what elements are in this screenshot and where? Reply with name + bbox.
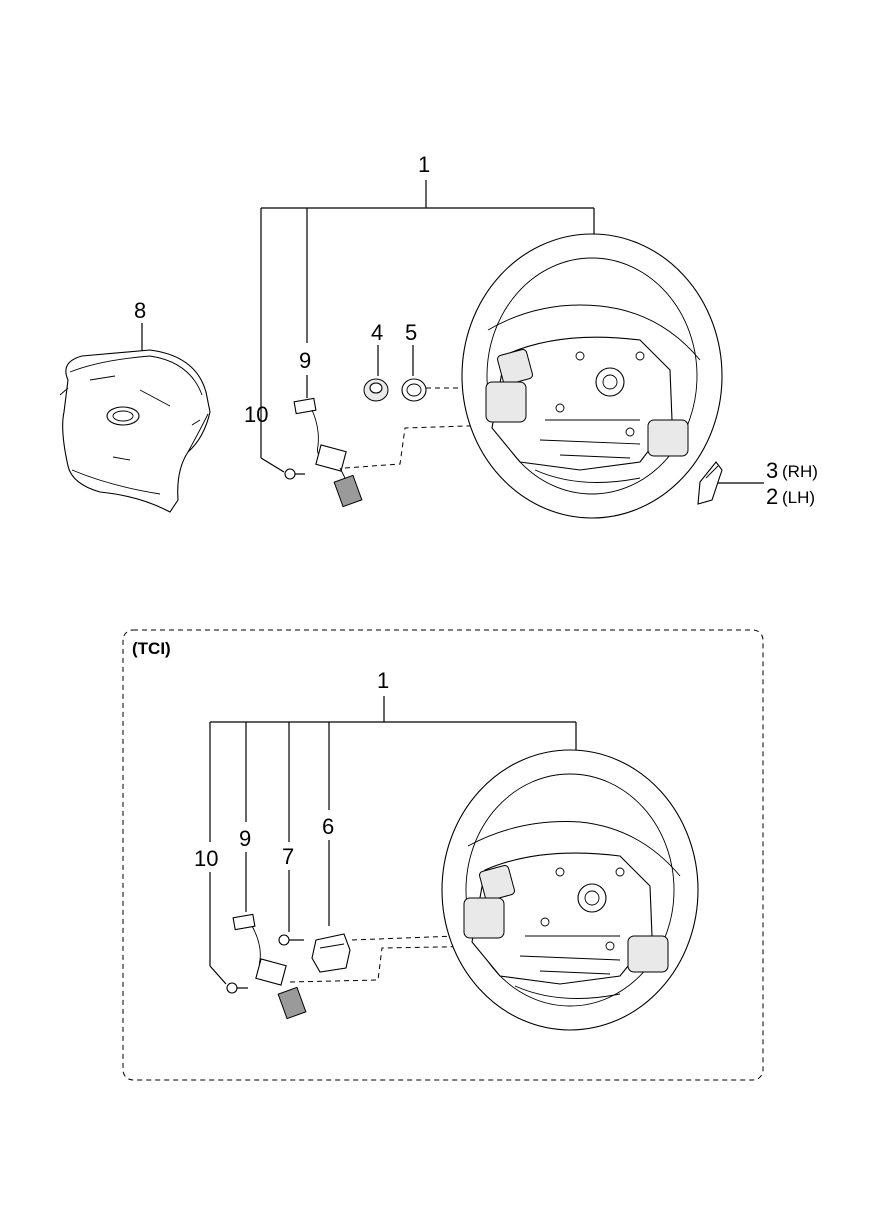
tci-frame	[122, 629, 764, 1081]
part-5-ring	[401, 378, 427, 402]
callout-9: 9	[299, 348, 311, 373]
callout-10: 10	[244, 402, 268, 427]
steering-wheel	[461, 233, 723, 519]
tci-title: (TCI)	[132, 639, 171, 658]
tci-leader-lines	[209, 696, 577, 985]
screw	[284, 468, 305, 480]
tci-assembly-label: 1	[377, 668, 389, 693]
top-group: 1 9 10 4 5 8 3 (RH) 2 (LH)	[59, 152, 818, 519]
callout-3-side: (RH)	[782, 462, 818, 481]
tci-screw	[226, 982, 248, 994]
tci-callout-6: 6	[322, 814, 334, 839]
part-4-nut	[363, 378, 389, 402]
callout-8: 8	[134, 298, 146, 323]
wiring-harness	[293, 397, 363, 508]
assembly-label: 1	[418, 152, 430, 177]
callout-4: 4	[371, 320, 383, 345]
callout-2: 2	[766, 484, 778, 509]
tci-wiring-harness	[232, 913, 307, 1020]
tci-switch	[311, 933, 351, 973]
airbag-module	[59, 349, 211, 513]
tci-group: (TCI) 1 10 9 7 6	[122, 629, 764, 1081]
tci-callout-10: 10	[194, 846, 218, 871]
callout-2-side: (LH)	[782, 488, 815, 507]
tci-callout-7: 7	[282, 844, 294, 869]
top-leader-lines	[141, 180, 764, 484]
tci-steering-wheel	[441, 749, 699, 1031]
top-dashed-connector	[344, 422, 561, 469]
callout-5: 5	[405, 320, 417, 345]
tci-callout-9: 9	[239, 826, 251, 851]
callout-3: 3	[766, 458, 778, 483]
tci-bolt	[278, 934, 304, 946]
steering-cover	[697, 461, 723, 505]
